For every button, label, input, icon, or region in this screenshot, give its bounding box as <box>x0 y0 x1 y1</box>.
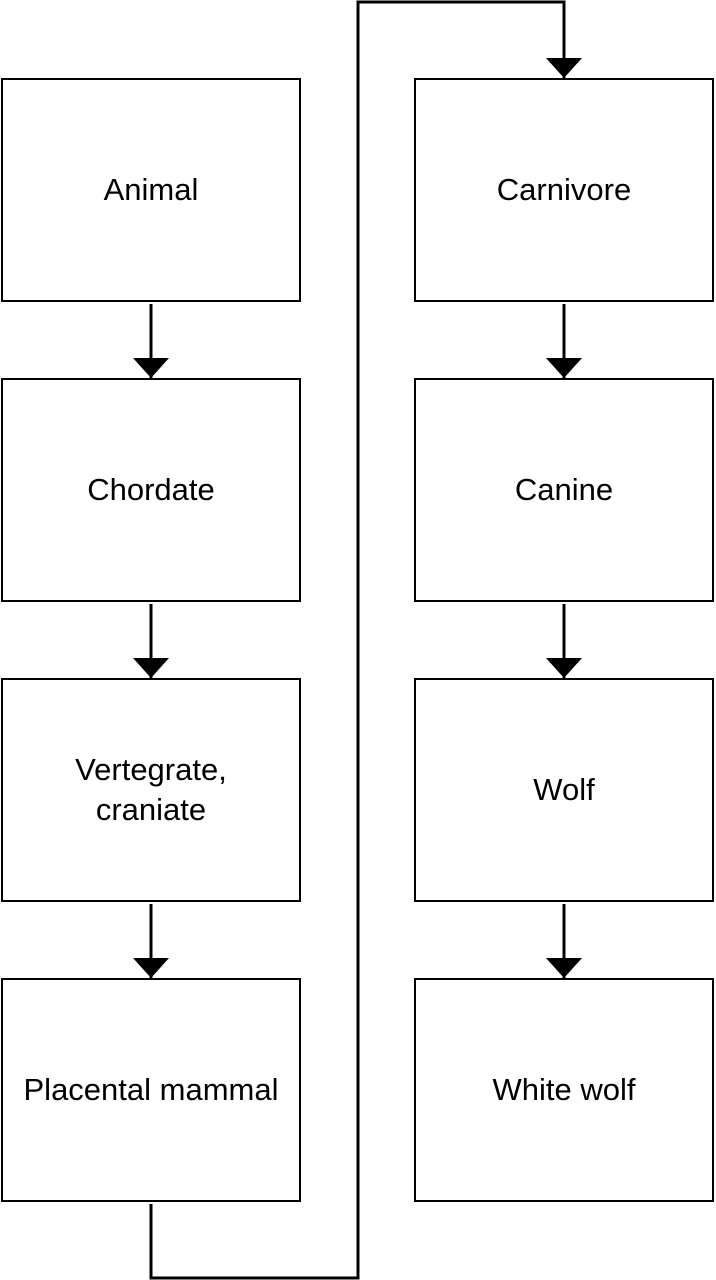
node-animal: Animal <box>1 78 301 302</box>
node-carnivore: Carnivore <box>414 78 714 302</box>
node-carnivore-label: Carnivore <box>496 172 632 207</box>
arrow-placental-to-carnivore <box>149 0 582 1280</box>
node-animal-label: Animal <box>103 172 199 207</box>
node-placental-mammal: Placental mammal <box>1 978 301 1202</box>
node-chordate: Chordate <box>1 378 301 602</box>
node-white-wolf-label: White wolf <box>492 1072 636 1107</box>
node-vertebrate-craniate-label: Vertegrate, craniate <box>75 752 227 827</box>
node-canine-label: Canine <box>514 472 614 507</box>
node-canine: Canine <box>414 378 714 602</box>
node-chordate-label: Chordate <box>87 472 215 507</box>
node-wolf-label: Wolf <box>533 772 595 807</box>
node-vertebrate-craniate: Vertegrate, craniate <box>1 678 301 902</box>
node-white-wolf: White wolf <box>414 978 714 1202</box>
node-placental-mammal-label: Placental mammal <box>23 1072 279 1107</box>
node-wolf: Wolf <box>414 678 714 902</box>
